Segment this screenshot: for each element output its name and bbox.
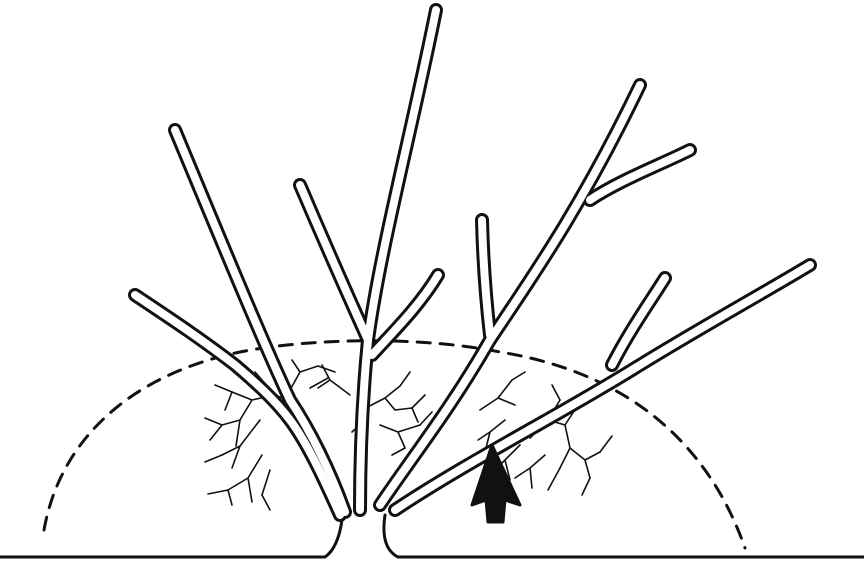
twig-clusters bbox=[205, 360, 612, 510]
branch-far-left-outline bbox=[135, 295, 340, 515]
ground-line bbox=[0, 515, 864, 557]
branch-far-left bbox=[135, 295, 340, 515]
branch-left-mid bbox=[300, 185, 368, 340]
